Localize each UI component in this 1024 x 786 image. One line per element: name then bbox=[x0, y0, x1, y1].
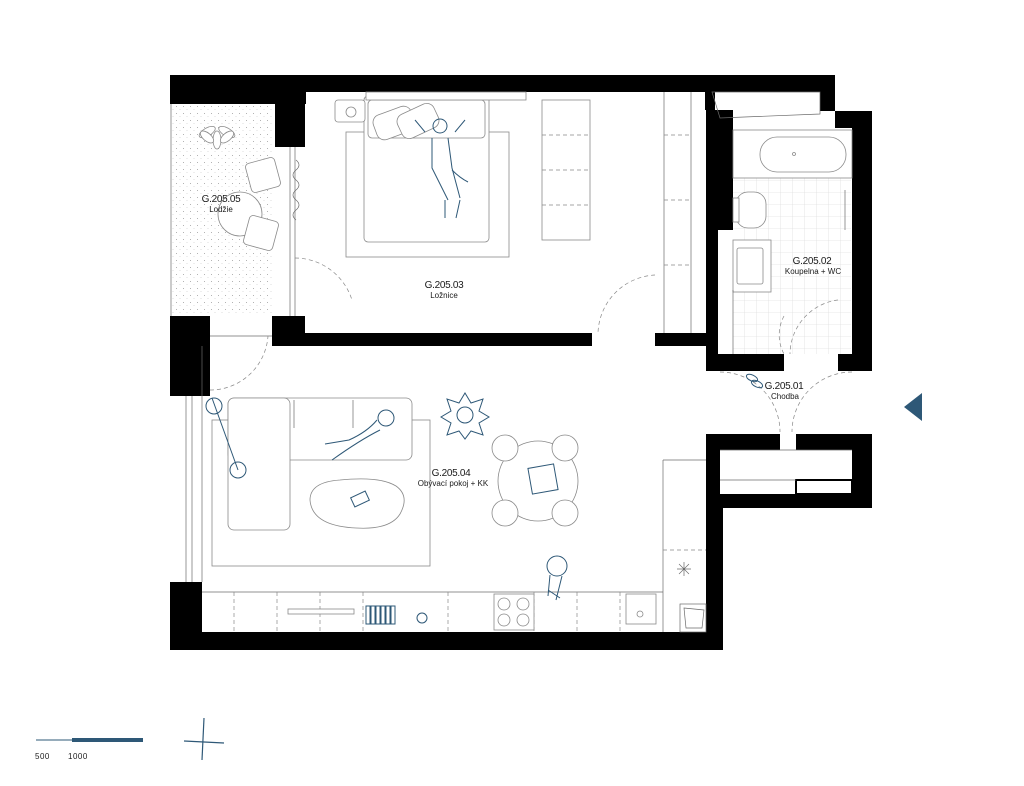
room-code-corridor: G.205.01 bbox=[765, 381, 804, 392]
books-icon bbox=[365, 605, 396, 625]
scale-bar: 500 1000 bbox=[35, 738, 143, 761]
scale-label-1000: 1000 bbox=[68, 752, 88, 761]
north-compass-icon bbox=[183, 717, 225, 761]
living-room-furniture bbox=[205, 392, 707, 633]
floor-lamp-icon bbox=[205, 397, 247, 479]
room-name-loggia: Lodžie bbox=[209, 205, 233, 214]
room-code-loggia: G.205.05 bbox=[202, 194, 241, 205]
bedroom-furniture bbox=[334, 91, 591, 258]
room-labels: G.205.05 Lodžie G.205.03 Ložnice G.205.0… bbox=[202, 194, 842, 488]
room-name-living: Obývací pokoj + KK bbox=[418, 479, 489, 488]
cooking-person-icon bbox=[546, 555, 568, 601]
slippers-icon bbox=[745, 373, 764, 389]
round-rug-icon bbox=[440, 392, 490, 440]
scale-label-500: 500 bbox=[35, 752, 50, 761]
entrance-arrow-icon bbox=[904, 393, 922, 421]
sleeping-person-icon bbox=[414, 118, 469, 219]
plant-icon bbox=[198, 125, 236, 150]
room-code-bedroom: G.205.03 bbox=[425, 280, 464, 291]
doors bbox=[209, 257, 853, 433]
walls bbox=[170, 75, 872, 650]
room-name-corridor: Chodba bbox=[771, 392, 800, 401]
plant-small-icon bbox=[677, 562, 691, 576]
room-code-living: G.205.04 bbox=[432, 468, 471, 479]
reading-person-icon bbox=[324, 409, 395, 461]
room-name-bedroom: Ložnice bbox=[430, 291, 458, 300]
loggia-furniture bbox=[198, 125, 281, 251]
thin-lines bbox=[170, 91, 852, 632]
room-name-bathroom: Koupelna + WC bbox=[785, 267, 841, 276]
bathroom-fixtures bbox=[732, 129, 853, 354]
room-code-bathroom: G.205.02 bbox=[793, 256, 832, 267]
